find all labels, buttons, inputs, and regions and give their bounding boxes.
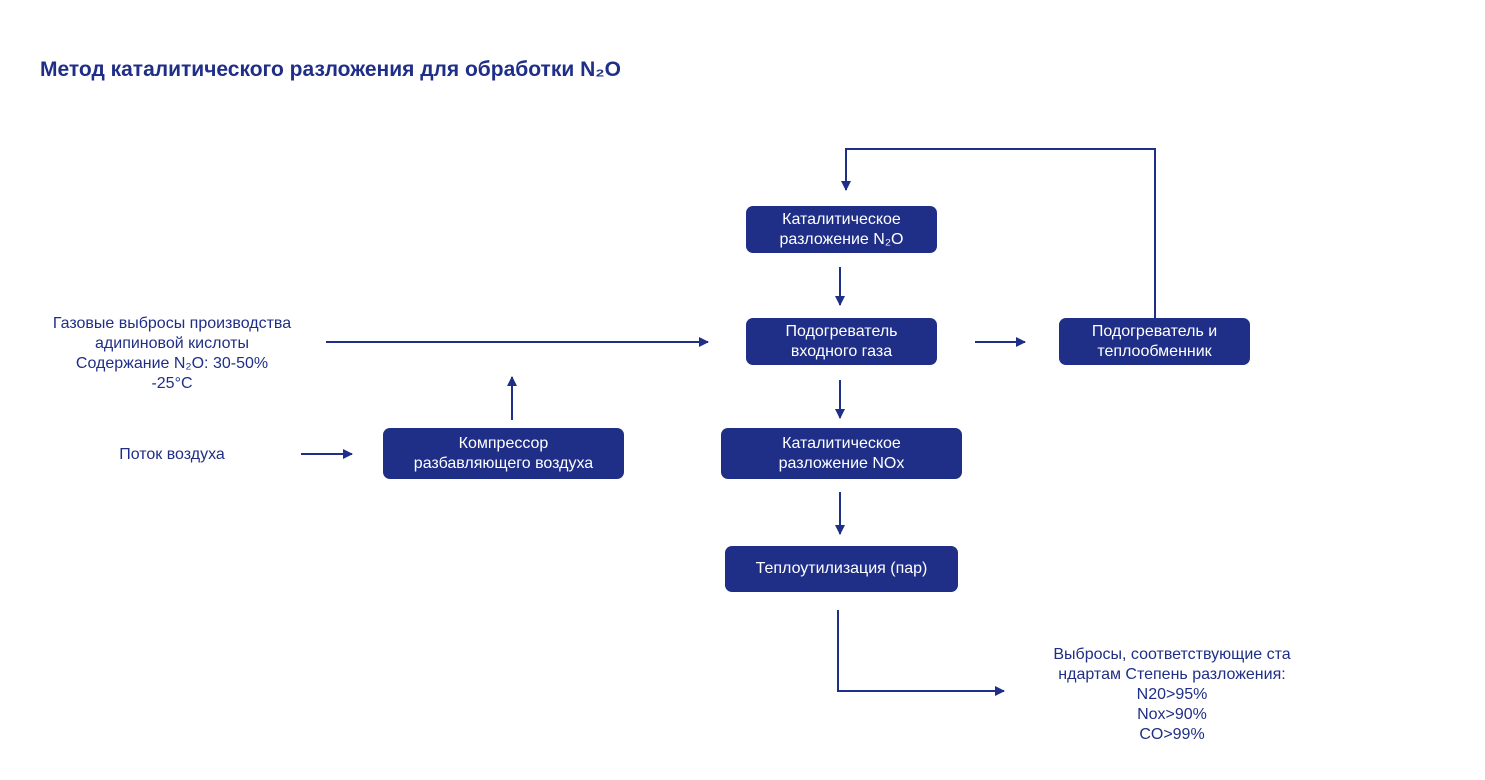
node-text-line: Каталитическое: [782, 434, 901, 452]
label-line: Газовые выбросы производства: [52, 315, 292, 332]
label-emissions: Выбросы, соответствующие ста ндартам Сте…: [1019, 645, 1325, 745]
label-line: -25°C: [151, 375, 193, 392]
node-text-line: разложение NOx: [778, 454, 905, 472]
label-line: ндартам Степень разложения:: [1058, 666, 1286, 683]
node-text-line: Подогреватель и: [1091, 322, 1218, 340]
feedback-loop-arrow: [841, 148, 1156, 318]
label-line: N20>95%: [1136, 686, 1208, 703]
node-inlet-gas-preheater: Подогреватель входного газа: [746, 318, 937, 365]
label-line: Nox>90%: [1137, 706, 1207, 723]
page-title: Метод каталитического разложения для обр…: [40, 58, 621, 81]
node-text-line: входного газа: [790, 342, 893, 360]
node-text-line: разложение N₂O: [779, 230, 904, 248]
node-text-line: Компрессор: [458, 434, 549, 452]
node-heat-recovery: Теплоутилизация (пар): [725, 546, 958, 592]
node-preheater-heat-exchanger: Подогреватель и теплообменник: [1059, 318, 1250, 365]
node-dilution-air-compressor: Компрессор разбавляющего воздуха: [383, 428, 624, 479]
label-inlet-gas: Газовые выбросы производства адипиновой …: [22, 314, 322, 394]
arrow-recovery-to-emissions: [837, 610, 1005, 696]
node-text-line: Каталитическое: [782, 210, 901, 228]
node-text-line: Подогреватель: [785, 322, 898, 340]
label-line: CO>99%: [1139, 726, 1205, 743]
label-line: адипиновой кислоты: [95, 335, 249, 352]
node-n2o-decomposition: Каталитическое разложение N₂O: [746, 206, 937, 253]
label-line: Поток воздуха: [119, 446, 225, 463]
node-text-line: теплообменник: [1097, 342, 1212, 360]
label-air-flow: Поток воздуха: [92, 445, 252, 465]
node-nox-decomposition: Каталитическое разложение NOx: [721, 428, 962, 479]
label-line: Содержание N₂O: 30-50%: [75, 355, 269, 372]
label-line: Выбросы, соответствующие ста: [1053, 646, 1291, 663]
node-text-line: разбавляющего воздуха: [413, 454, 594, 472]
node-text-line: Теплоутилизация (пар): [755, 560, 928, 577]
